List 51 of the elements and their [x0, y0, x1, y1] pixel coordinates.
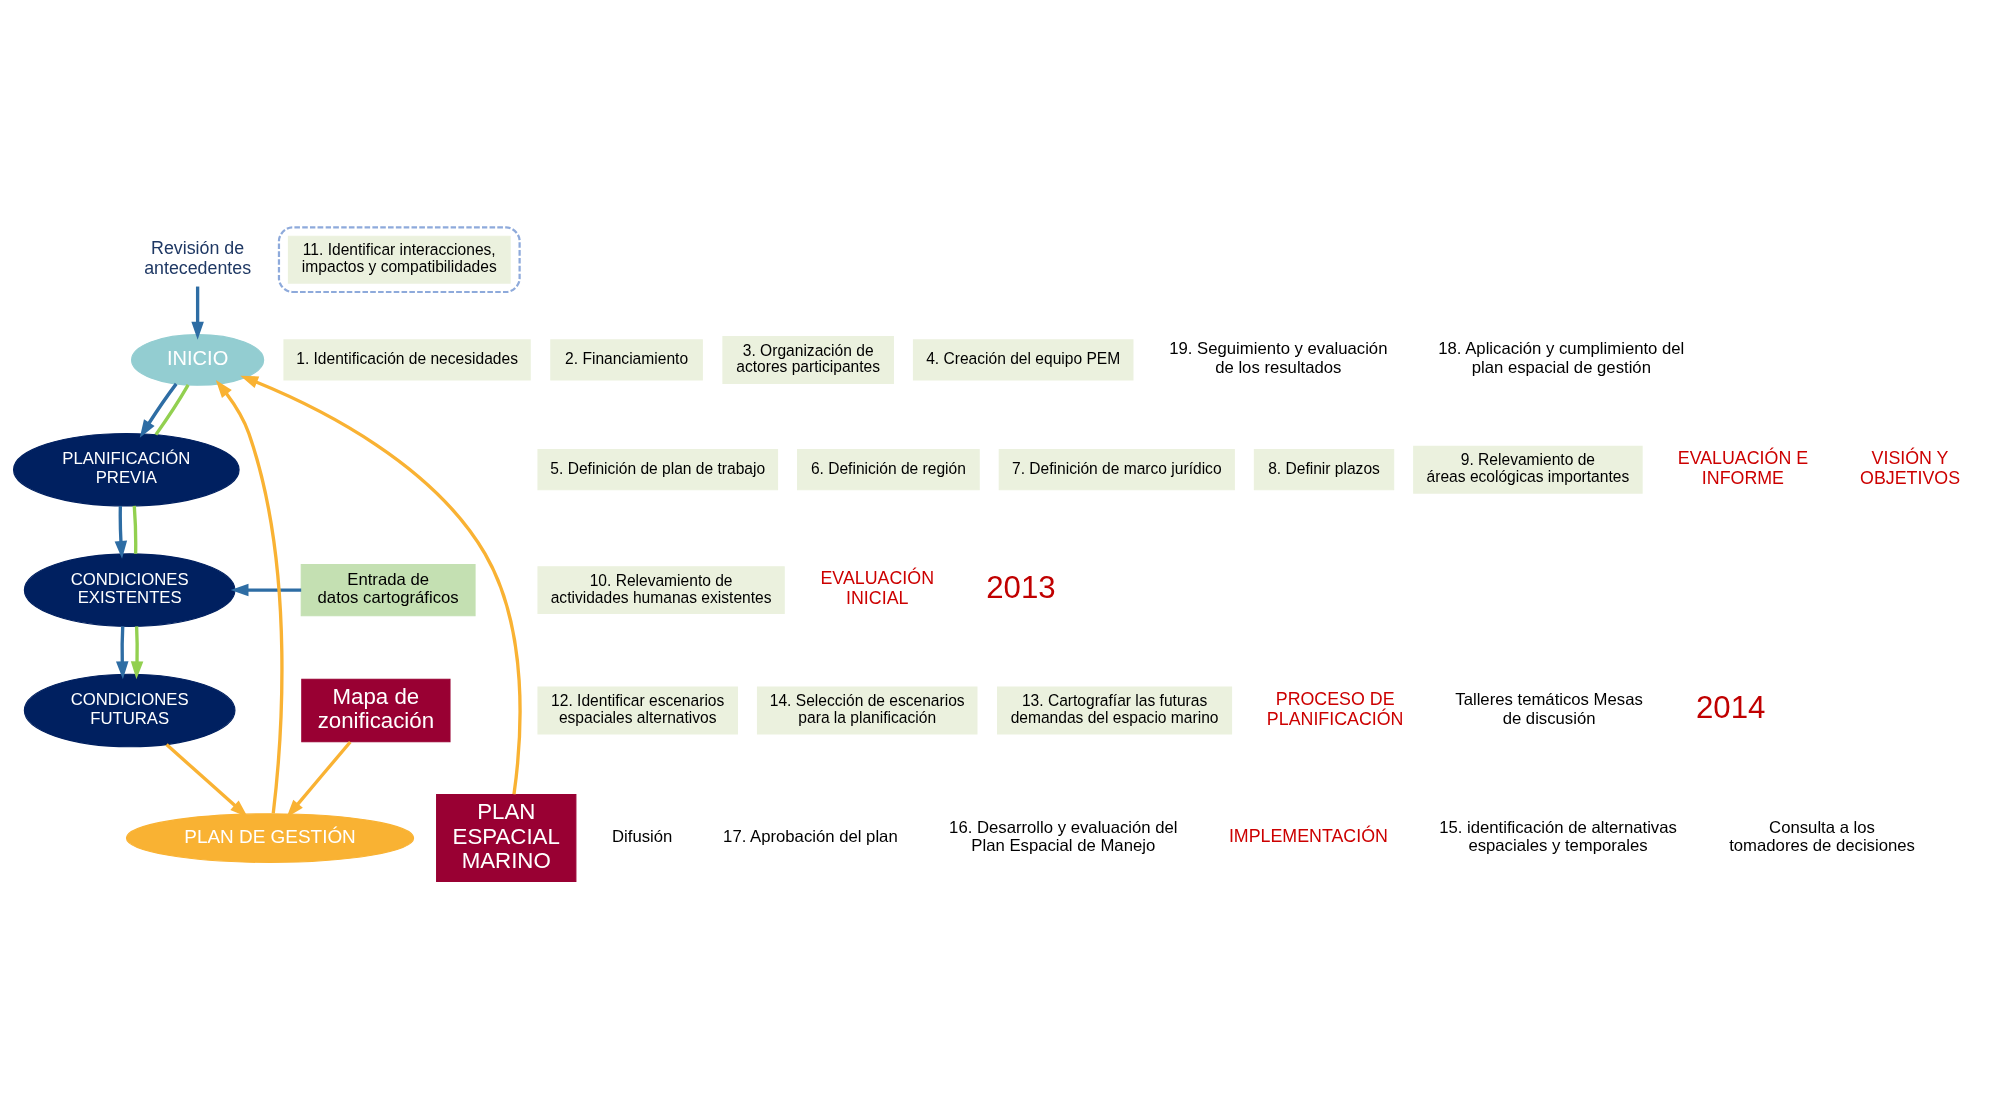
- node-box: 10. Relevamiento de actividades humanas existentes: [536, 566, 785, 615]
- node-box: 12. Identificar escenarios espaciales alternativos: [536, 686, 738, 735]
- node-box: Mapa de zonificación: [300, 678, 451, 743]
- arrow: [114, 505, 127, 559]
- node-ellipse: CONDICIONES FUTURAS: [23, 673, 235, 748]
- node-box: 6. Definición de región: [796, 449, 980, 491]
- label: 17. Aprobación del plan: [722, 826, 898, 846]
- label: 18. Aplicación y cumplimiento del plan espacial de gestión: [1437, 339, 1684, 378]
- node-box: 7. Definición de marco jurídico: [998, 449, 1235, 491]
- arrow: [115, 626, 128, 680]
- label: PROCESO DE PLANIFICACIÓN: [1266, 688, 1403, 729]
- node-ellipse: PLANIFICACIÓN PREVIA: [12, 432, 240, 507]
- label: Talleres temáticos Mesas de discusión: [1454, 689, 1643, 728]
- arrow: [139, 382, 178, 438]
- node-box: 1. Identificación de necesidades: [282, 339, 531, 381]
- label: 16. Desarrollo y evaluación del Plan Espacial de Manejo: [948, 817, 1178, 856]
- arrow: [130, 626, 143, 680]
- label: 19. Seguimiento y evaluación de los resultados: [1168, 339, 1387, 378]
- label: VISIÓN Y OBJETIVOS: [1859, 447, 1960, 488]
- node-box: 5. Definición de plan de trabajo: [536, 449, 778, 491]
- label: 15. identificación de alternativas espaciales y temporales: [1438, 817, 1677, 856]
- node-ellipse: INICIO: [130, 334, 264, 386]
- node-box: 2. Financiamiento: [549, 339, 703, 381]
- node-box: 3. Organización de actores participantes: [721, 336, 894, 384]
- node-box: 8. Definir plazos: [1253, 449, 1394, 491]
- node-box: 11. Identificar interacciones, impactos y compatibilidades: [287, 235, 511, 284]
- arrow: [239, 375, 522, 795]
- connector: [154, 384, 190, 436]
- label: Difusión: [611, 826, 672, 846]
- label: 2013: [985, 569, 1056, 605]
- node-ellipse: CONDICIONES EXISTENTES: [23, 553, 235, 627]
- node-box: 14. Selección de escenarios para la planificación: [756, 686, 977, 735]
- arrow: [215, 379, 283, 814]
- arrow: [164, 743, 248, 818]
- node-ellipse: PLAN DE GESTIÓN: [125, 813, 414, 863]
- label: EVALUACIÓN E INFORME: [1677, 447, 1808, 488]
- node-text: Revisión de antecedentes: [143, 237, 251, 278]
- label: 2014: [1695, 690, 1765, 726]
- connector: [132, 505, 137, 554]
- arrow: [286, 740, 352, 818]
- node-box: 13. Cartografíar las futuras demandas del espacio marino: [996, 686, 1232, 735]
- node-box: 9. Relevamiento de áreas ecológicas importantes: [1412, 445, 1643, 494]
- node-box: Entrada de datos cartográficos: [300, 563, 476, 617]
- label: IMPLEMENTACIÓN: [1228, 826, 1388, 847]
- arrow: [230, 583, 301, 597]
- cluster: [277, 226, 521, 294]
- node-box: PLAN ESPACIAL MARINO: [435, 794, 576, 883]
- label: Consulta a los tomadores de decisiones: [1728, 817, 1915, 856]
- arrow: [190, 286, 204, 340]
- node-box: 4. Creación del equipo PEM: [912, 339, 1133, 381]
- label: EVALUACIÓN INICIAL: [819, 568, 934, 609]
